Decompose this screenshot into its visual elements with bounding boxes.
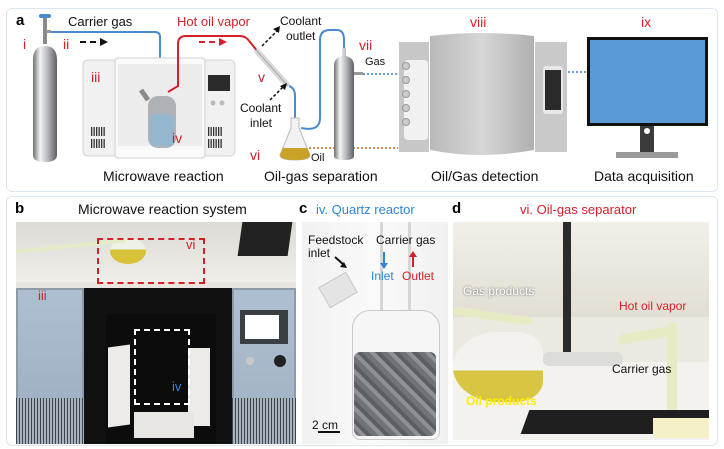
caption-oil-gas-detection: Oil/Gas detection xyxy=(431,168,539,184)
label-iii: iii xyxy=(91,69,101,85)
panel-d-label: d xyxy=(452,200,462,217)
scale-bar-label: 2 cm xyxy=(312,418,339,432)
oil-label: Oil xyxy=(311,152,325,164)
monitor-icon xyxy=(587,37,708,158)
label-iv: iv xyxy=(172,130,183,146)
gas-label: Gas xyxy=(365,56,386,68)
panel-b-label-vi: vi xyxy=(186,237,196,252)
outlet-label: Outlet xyxy=(402,269,435,283)
microwave-system-photo xyxy=(16,222,296,444)
coolant-inlet-label-1: Coolant xyxy=(240,101,282,115)
hot-oil-vapor-label-d: Hot oil vapor xyxy=(619,299,687,313)
caption-data-acquisition: Data acquisition xyxy=(594,168,694,184)
gas-cylinder-icon xyxy=(33,14,57,162)
reactor-highlight-box xyxy=(134,329,190,405)
panel-a-label: a xyxy=(16,12,25,29)
feedstock-label-2: inlet xyxy=(308,246,331,260)
gas-products-label: Gas products xyxy=(463,284,535,298)
label-vi: vi xyxy=(250,147,261,163)
separator-highlight-box xyxy=(97,238,205,284)
label-viii: viii xyxy=(470,14,487,30)
panel-b-label: b xyxy=(15,200,25,217)
panel-b-label-iv: iv xyxy=(172,379,182,394)
coolant-inlet-label-2: inlet xyxy=(250,116,273,130)
carrier-gas-label: Carrier gas xyxy=(68,14,133,29)
oil-products-label: Oil products xyxy=(466,394,537,408)
panel-c-title: iv. Quartz reactor xyxy=(316,202,415,217)
label-ix: ix xyxy=(641,14,652,30)
quartz-reactor-photo xyxy=(302,222,448,444)
caption-oil-gas-separation: Oil-gas separation xyxy=(264,168,378,184)
panel-b-title: Microwave reaction system xyxy=(78,201,247,217)
separator-cylinder-icon xyxy=(334,48,354,160)
hot-oil-vapor-line xyxy=(167,35,259,93)
inlet-label: Inlet xyxy=(371,269,394,283)
coolant-outlet-label-2: outlet xyxy=(286,29,316,43)
panel-b-label-iii: iii xyxy=(38,288,47,303)
carrier-gas-label-c: Carrier gas xyxy=(376,233,436,247)
microwave-icon xyxy=(82,57,236,159)
gas-detector-icon xyxy=(399,33,567,155)
carrier-gas-label-d: Carrier gas xyxy=(612,362,672,376)
feedstock-label-1: Feedstock xyxy=(308,233,364,247)
label-i: i xyxy=(23,36,27,52)
label-v: v xyxy=(258,69,265,85)
coolant-outlet-label-1: Coolant xyxy=(280,14,322,28)
hot-oil-vapor-label: Hot oil vapor xyxy=(177,14,250,29)
label-ii: ii xyxy=(63,36,70,52)
panel-d-title: vi. Oil-gas separator xyxy=(520,202,637,217)
oil-gas-separator-photo xyxy=(453,222,709,440)
carrier-gas-line xyxy=(51,31,161,92)
label-vii: vii xyxy=(359,37,373,53)
caption-microwave-reaction: Microwave reaction xyxy=(103,168,224,184)
panel-c-label: c xyxy=(299,200,308,217)
